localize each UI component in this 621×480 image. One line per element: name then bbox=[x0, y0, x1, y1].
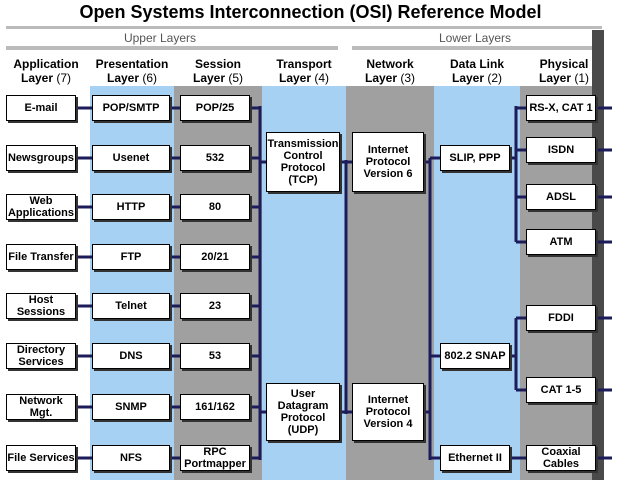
application-box: Network Mgt. bbox=[6, 394, 76, 420]
physical-box: ADSL bbox=[526, 184, 596, 210]
datalink-box: 802.2 SNAP bbox=[440, 343, 510, 369]
physical-box: CAT 1-5 bbox=[526, 377, 596, 403]
lower-band-bar bbox=[352, 46, 602, 50]
upper-band-bar bbox=[6, 46, 338, 50]
application-box: Host Sessions bbox=[6, 293, 76, 319]
transport-box: Transmission Control Protocol (TCP) bbox=[266, 132, 340, 192]
session-box: 20/21 bbox=[180, 244, 250, 270]
session-box: 80 bbox=[180, 194, 250, 220]
presentation-box: SNMP bbox=[92, 394, 170, 420]
application-box: File Services bbox=[6, 445, 76, 471]
transport-box: User Datagram Protocol (UDP) bbox=[266, 383, 340, 441]
presentation-box: POP/SMTP bbox=[92, 95, 170, 121]
session-box: POP/25 bbox=[180, 95, 250, 121]
upper-layers-label: Upper Layers bbox=[123, 31, 197, 45]
application-box: Newsgroups bbox=[6, 145, 76, 171]
lower-layers-label: Lower Layers bbox=[438, 31, 512, 45]
application-box: E-mail bbox=[6, 95, 76, 121]
datalink-box: Ethernet II bbox=[440, 445, 510, 471]
network-box: Internet Protocol Version 6 bbox=[352, 132, 424, 192]
presentation-box: Usenet bbox=[92, 145, 170, 171]
presentation-box: HTTP bbox=[92, 194, 170, 220]
presentation-box: NFS bbox=[92, 445, 170, 471]
session-box: 23 bbox=[180, 293, 250, 319]
session-box: RPC Portmapper bbox=[180, 445, 250, 471]
session-box: 161/162 bbox=[180, 394, 250, 420]
physical-box: ATM bbox=[526, 229, 596, 255]
presentation-box: Telnet bbox=[92, 293, 170, 319]
physical-box: ISDN bbox=[526, 137, 596, 163]
application-box: Web Applications bbox=[6, 194, 76, 220]
title-bar bbox=[6, 26, 602, 29]
physical-box: Coaxial Cables bbox=[526, 445, 596, 471]
session-box: 53 bbox=[180, 343, 250, 369]
right-edge-strip bbox=[602, 0, 621, 480]
physical-box: RS-X, CAT 1 bbox=[526, 95, 596, 121]
diagram-title: Open Systems Interconnection (OSI) Refer… bbox=[79, 2, 542, 22]
application-box: Directory Services bbox=[6, 343, 76, 369]
presentation-box: FTP bbox=[92, 244, 170, 270]
presentation-box: DNS bbox=[92, 343, 170, 369]
session-box: 532 bbox=[180, 145, 250, 171]
connector-lines bbox=[76, 106, 612, 460]
physical-box: FDDI bbox=[526, 305, 596, 331]
network-box: Internet Protocol Version 4 bbox=[352, 383, 424, 441]
application-box: File Transfer bbox=[6, 244, 76, 270]
datalink-box: SLIP, PPP bbox=[440, 145, 510, 171]
